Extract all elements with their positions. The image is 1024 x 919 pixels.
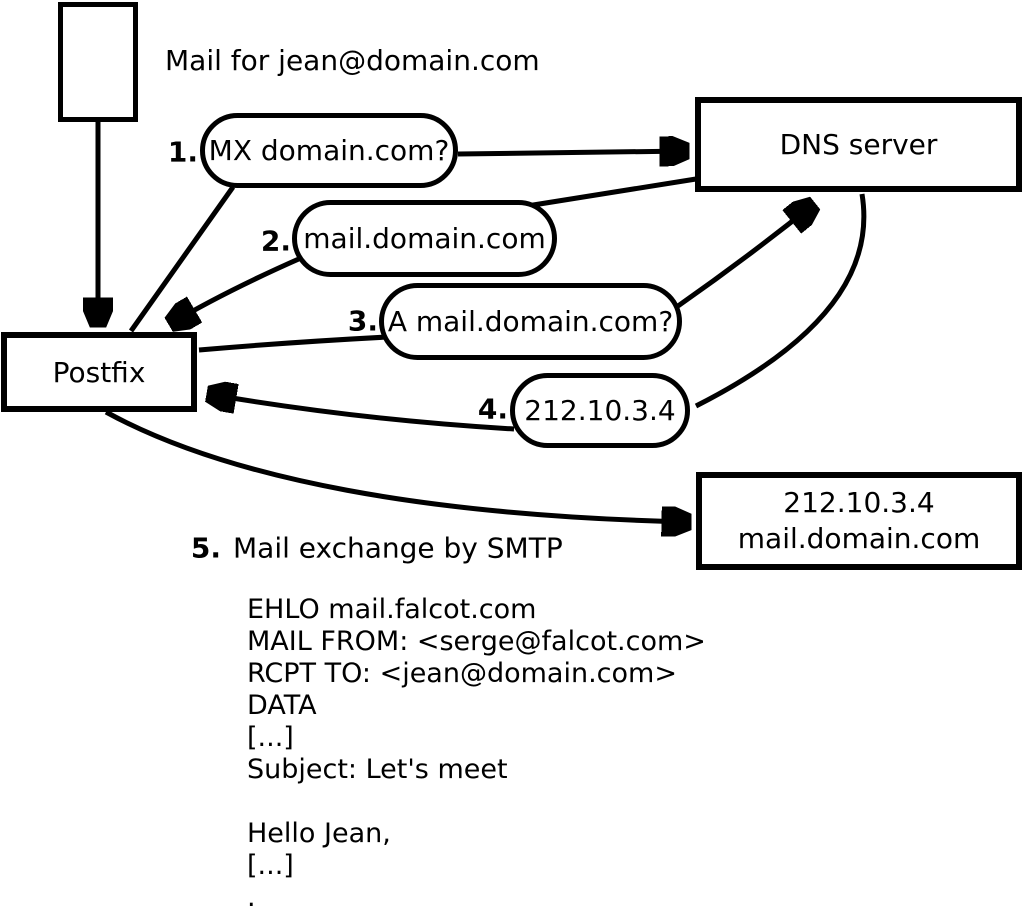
smtp-transcript-line: Subject: Let's meet (247, 754, 508, 785)
postfix-node-label: Postfix (52, 355, 146, 389)
pill-mx-reply: mail.domain.com (292, 200, 557, 277)
arrow-reply2-to-postfix (170, 255, 303, 324)
smtp-transcript-line (247, 786, 706, 818)
smtp-transcript-line: EHLO mail.falcot.com (247, 594, 537, 625)
dns-server-node-label: DNS server (779, 128, 938, 161)
line-dns-to-reply4 (694, 193, 867, 409)
mail-server-node: 212.10.3.4 mail.domain.com (696, 472, 1022, 570)
smtp-transcript-line: . (247, 882, 256, 913)
smtp-transcript-line: MAIL FROM: <serge@falcot.com> (247, 626, 706, 657)
pill-a-query: A mail.domain.com? (379, 283, 682, 360)
mail-note-label: Mail for jean@domain.com (165, 44, 540, 77)
smtp-transcript-line: [...] (247, 722, 294, 753)
pill-mx-query: MX domain.com? (200, 113, 458, 188)
arrow-postfix-to-mailserver (104, 409, 690, 522)
pill-mx-reply-label: mail.domain.com (303, 222, 546, 255)
smtp-exchange-label: Mail exchange by SMTP (233, 531, 563, 565)
arrow-query1-to-dns (457, 151, 688, 154)
step-4-number: 4. (477, 392, 508, 426)
line-dns-to-reply2 (526, 176, 697, 209)
smtp-transcript: EHLO mail.falcot.com MAIL FROM: <serge@f… (247, 594, 706, 914)
smtp-transcript-line: DATA (247, 690, 317, 721)
arrow-reply4-to-postfix (208, 394, 515, 432)
pill-mx-query-label: MX domain.com? (208, 134, 450, 167)
smtp-transcript-line: [...] (247, 850, 294, 881)
postfix-node: Postfix (1, 332, 197, 412)
mail-message-box (58, 2, 138, 122)
pill-a-reply: 212.10.3.4 (510, 373, 690, 448)
step-1-number: 1. (167, 135, 198, 169)
pill-a-reply-label: 212.10.3.4 (524, 394, 676, 427)
step-5-number: 5. (190, 531, 221, 565)
line-postfix-to-query1 (128, 185, 236, 333)
step-2-number: 2. (260, 224, 291, 258)
arrow-query3-to-dns (676, 204, 814, 309)
smtp-transcript-line: Hello Jean, (247, 818, 391, 849)
pill-a-query-label: A mail.domain.com? (387, 305, 674, 338)
mail-server-host-label: mail.domain.com (737, 522, 981, 555)
smtp-transcript-line: RCPT TO: <jean@domain.com> (247, 658, 677, 689)
mail-server-ip-label: 212.10.3.4 (783, 486, 935, 519)
dns-server-node: DNS server (695, 97, 1022, 192)
line-postfix-to-query3 (198, 334, 389, 353)
step-3-number: 3. (347, 304, 378, 338)
